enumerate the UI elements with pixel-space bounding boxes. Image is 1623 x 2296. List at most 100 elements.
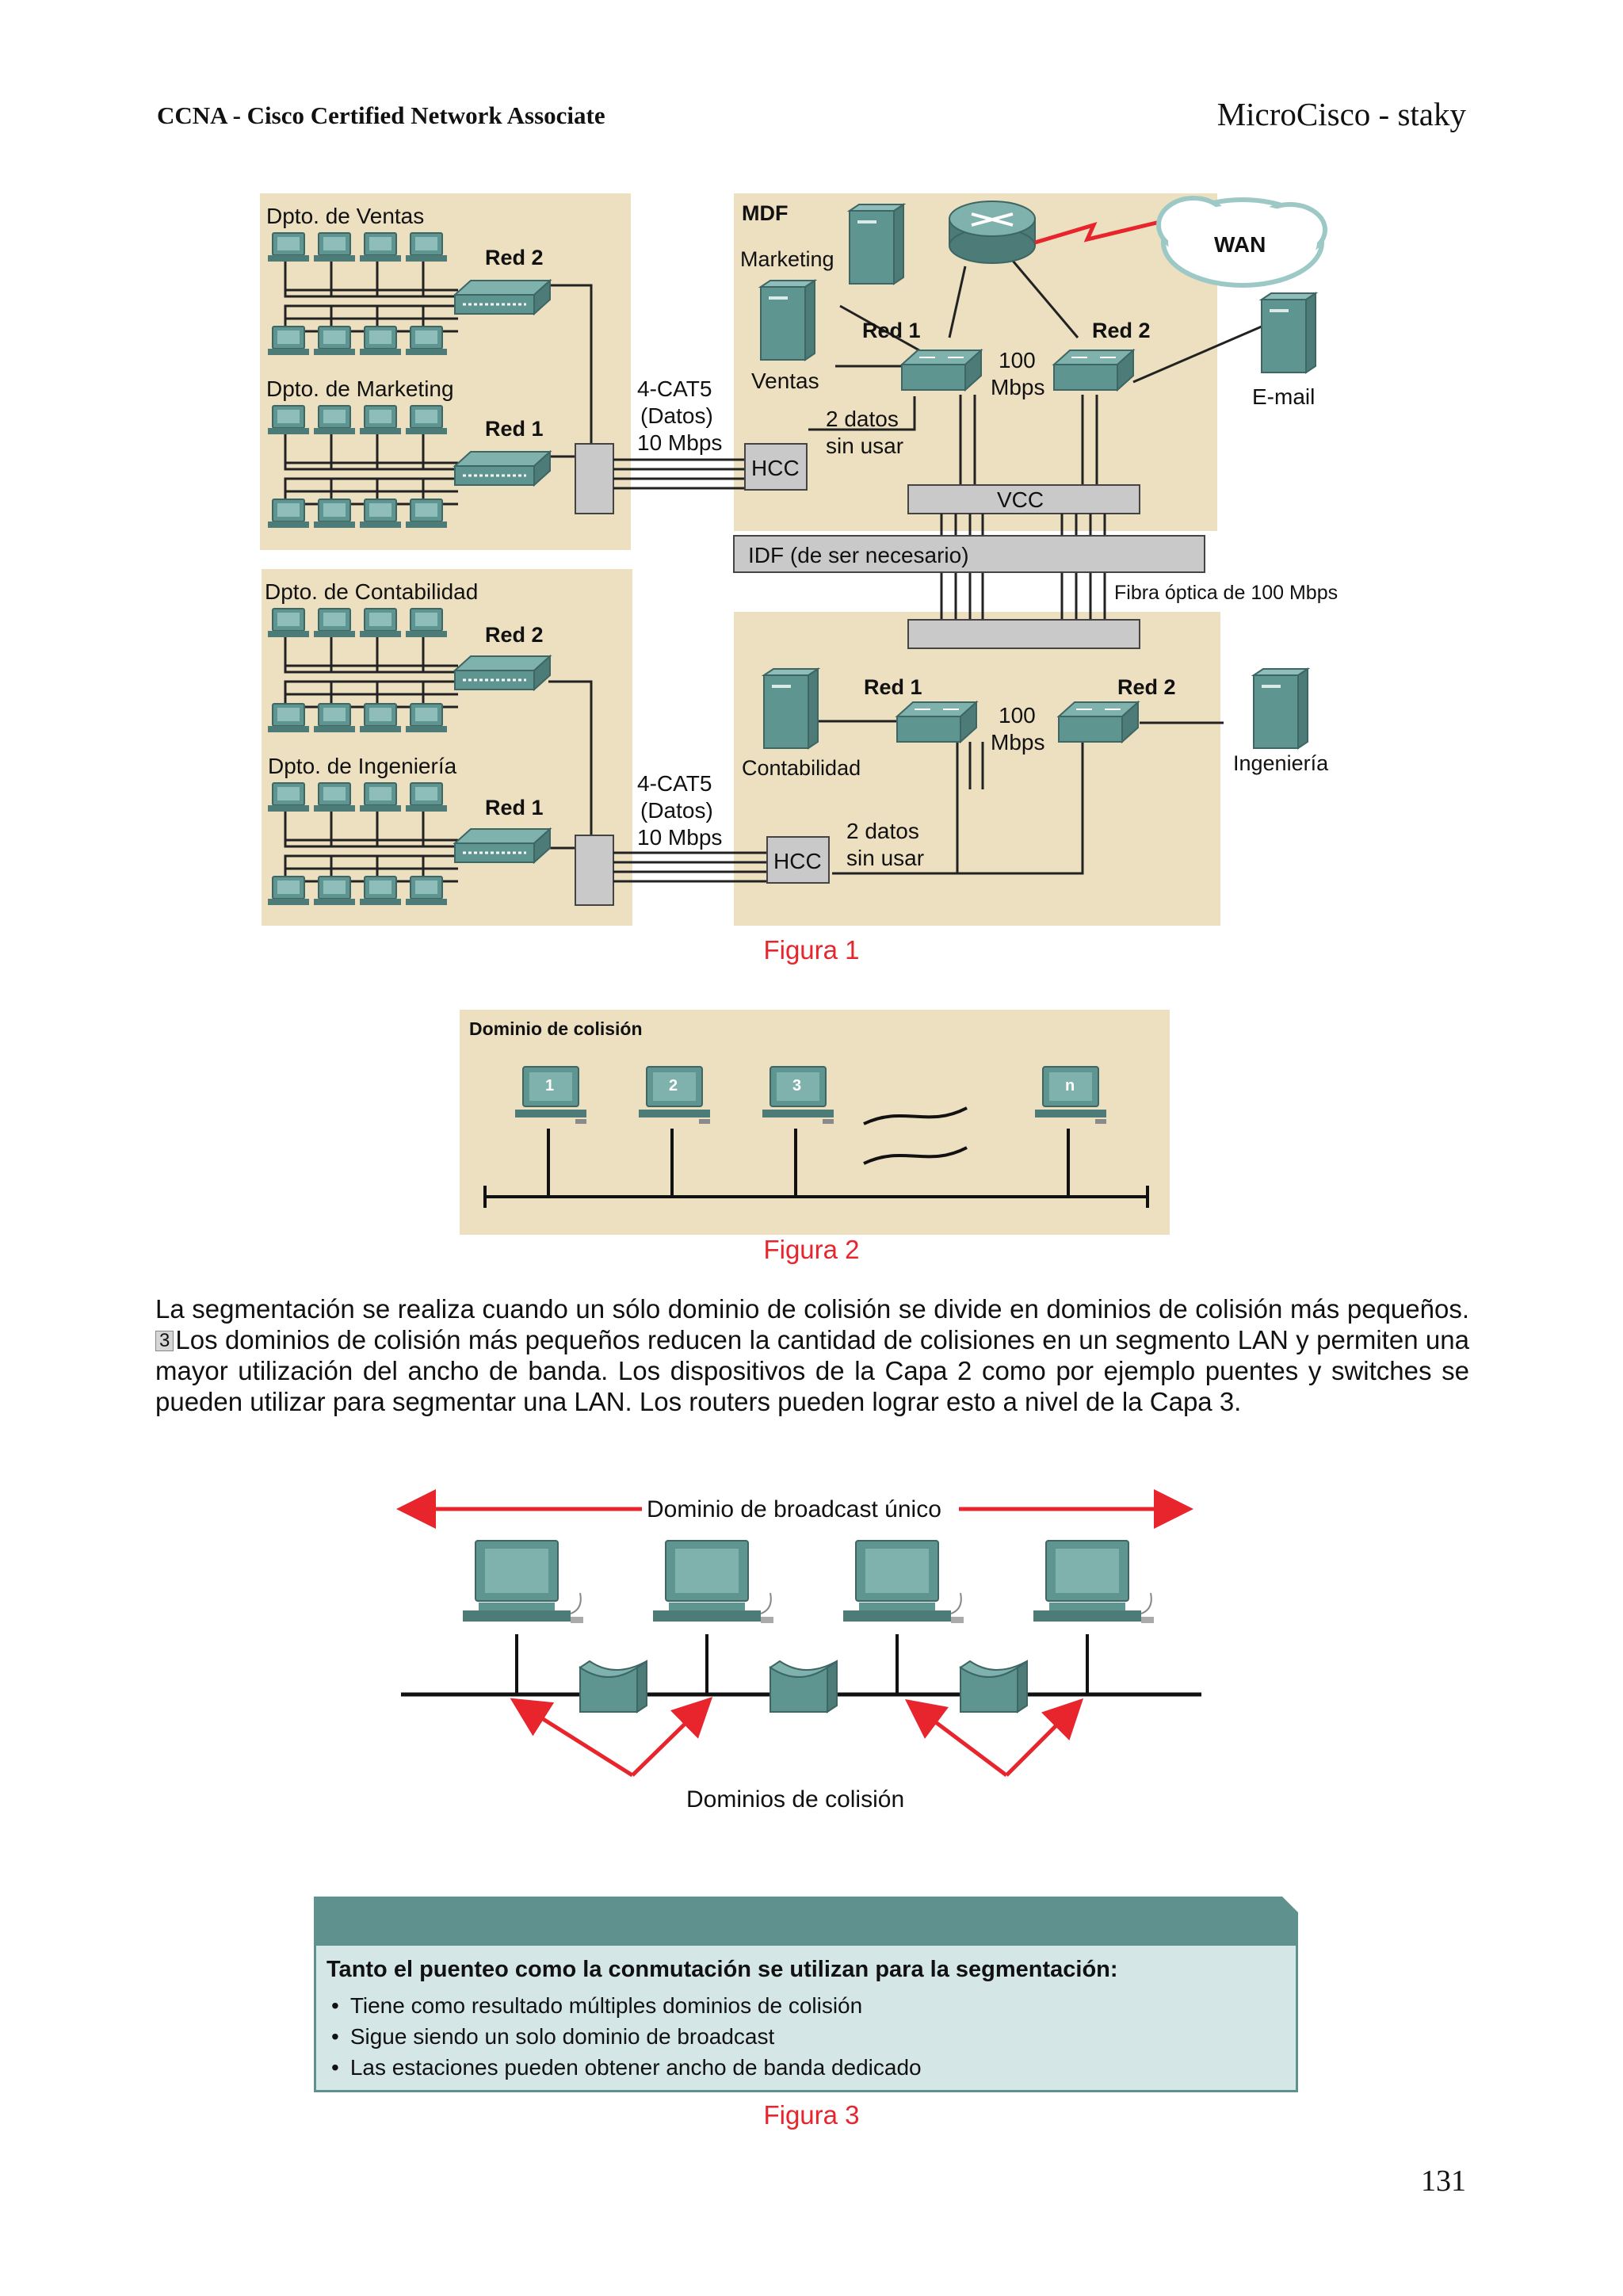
- hub-icon: [453, 827, 552, 864]
- collision-domain-title: Dominio de colisión: [469, 1018, 643, 1039]
- router-icon: [949, 201, 1036, 264]
- pc-icon: [405, 608, 448, 638]
- pc-icon: [405, 876, 448, 906]
- bridge-icon: [960, 1660, 1028, 1713]
- pc-icon: [652, 1540, 774, 1624]
- fiber-label: Fibra óptica de 100 Mbps: [1114, 582, 1338, 604]
- pc-icon: [267, 608, 310, 638]
- figure-3-broadcast-diagram: Dominio de broadcast único Dominios de c…: [396, 1489, 1201, 1813]
- cable-bottom-line1: 4-CAT5: [637, 771, 712, 796]
- pc-icon: [313, 405, 356, 435]
- broadcast-domain-label: Dominio de broadcast único: [647, 1496, 941, 1522]
- collision-arrow: [631, 1697, 713, 1777]
- vcc-label: VCC: [997, 487, 1044, 512]
- hub-red1-label: Red 1: [485, 417, 544, 441]
- pc-icon: [267, 499, 310, 529]
- station-label: 1: [545, 1077, 554, 1095]
- header-author: MicroCisco - staky: [1216, 96, 1466, 132]
- pc-icon: [313, 876, 356, 906]
- server-icon: [849, 204, 904, 285]
- hub-icon: [453, 450, 552, 487]
- wan-label: WAN: [1214, 232, 1266, 257]
- pc-icon: [405, 405, 448, 435]
- panel-header-bar: [314, 1897, 1298, 1949]
- pc-icon: [313, 326, 356, 356]
- pc-icon: [313, 499, 356, 529]
- panel-title: Tanto el puenteo como la conmutación se …: [327, 1957, 1118, 1982]
- collision-domains-label: Dominios de colisión: [686, 1786, 904, 1813]
- pc-icon: [359, 232, 402, 262]
- switch-red1-label: Red 1: [862, 319, 921, 342]
- station-label: 2: [669, 1077, 678, 1095]
- pc-icon: [842, 1540, 964, 1624]
- switch-icon: [1053, 350, 1134, 391]
- server-ingenieria-label: Ingeniería: [1233, 751, 1329, 775]
- wan-cloud-icon: [1156, 196, 1327, 288]
- server-marketing-label: Marketing: [740, 247, 834, 271]
- pc-icon: [359, 703, 402, 733]
- figure-1-caption: Figura 1: [763, 935, 860, 965]
- list-item: Sigue siendo un solo dominio de broadcas…: [331, 2021, 922, 2052]
- idf-box: [733, 535, 1205, 573]
- cable-top-line2: (Datos): [640, 403, 713, 428]
- paragraph-part-2: Los dominios de colisión más pequeños re…: [155, 1325, 1469, 1416]
- server-icon: [1261, 292, 1316, 373]
- page-number: 131: [1421, 2164, 1466, 2198]
- switch-icon: [896, 701, 977, 743]
- unused-bottom-line2: sin usar: [846, 846, 924, 870]
- dept-marketing-label: Dpto. de Marketing: [266, 376, 454, 401]
- station-label: 3: [792, 1077, 801, 1095]
- pc-icon: [359, 326, 402, 356]
- idf-label: IDF (de ser necesario): [748, 543, 969, 567]
- switch-icon: [901, 350, 982, 391]
- cable-bottom-line3: 10 Mbps: [637, 825, 722, 850]
- list-item: Las estaciones pueden obtener ancho de b…: [331, 2052, 922, 2083]
- server-contabilidad-label: Contabilidad: [742, 756, 861, 780]
- hub-bottom-red1-label: Red 1: [485, 796, 544, 819]
- bridge-icon: [579, 1660, 647, 1713]
- body-paragraph: La segmentación se realiza cuando un sól…: [155, 1293, 1469, 1417]
- hcc-bottom-box: [766, 836, 830, 884]
- switch-bottom-red2-label: Red 2: [1117, 675, 1176, 699]
- dept-ventas-label: Dpto. de Ventas: [266, 204, 424, 228]
- pc-icon: [405, 703, 448, 733]
- pc-icon: [267, 703, 310, 733]
- pc-icon: [405, 499, 448, 529]
- figure-2-caption: Figura 2: [763, 1235, 860, 1264]
- patch-panel-top: [575, 443, 614, 514]
- collision-arrow: [510, 1698, 634, 1778]
- figure-1-network-diagram: Dpto. de Ventas Dpto. de Marketing Red 2…: [260, 193, 1338, 926]
- server-ventas-label: Ventas: [751, 369, 819, 393]
- vcc-bottom-box: [907, 619, 1140, 649]
- cable-top-line3: 10 Mbps: [637, 430, 722, 455]
- pc-icon: [267, 232, 310, 262]
- pc-icon: [313, 782, 356, 812]
- pc-icon: [405, 326, 448, 356]
- server-email-label: E-mail: [1252, 384, 1315, 409]
- paragraph-part-1: La segmentación se realiza cuando un sól…: [155, 1294, 1469, 1324]
- hcc-top-label: HCC: [751, 456, 800, 480]
- pc-icon: [359, 608, 402, 638]
- collision-arrow: [1005, 1698, 1084, 1777]
- server-icon: [1253, 668, 1308, 749]
- pc-icon: [359, 876, 402, 906]
- patch-panel-bottom: [575, 835, 614, 906]
- pc-icon: [267, 405, 310, 435]
- pc-icon: [1033, 1540, 1155, 1624]
- pc-icon: [313, 608, 356, 638]
- speed-top-line1: 100: [999, 348, 1036, 372]
- pc-icon: [313, 232, 356, 262]
- reference-marker[interactable]: 3: [155, 1331, 174, 1351]
- hub-icon: [453, 655, 552, 691]
- header-title: CCNA - Cisco Certified Network Associate: [157, 101, 605, 129]
- server-icon: [763, 668, 819, 749]
- cable-bottom-line2: (Datos): [640, 798, 713, 823]
- speed-top-line2: Mbps: [991, 375, 1044, 399]
- bridge-icon: [769, 1660, 838, 1713]
- station-label: n: [1065, 1077, 1075, 1095]
- pc-icon: [267, 876, 310, 906]
- hub-icon: [453, 279, 552, 315]
- pc-icon: [313, 703, 356, 733]
- switch-icon: [1058, 701, 1139, 743]
- pc-icon: [405, 232, 448, 262]
